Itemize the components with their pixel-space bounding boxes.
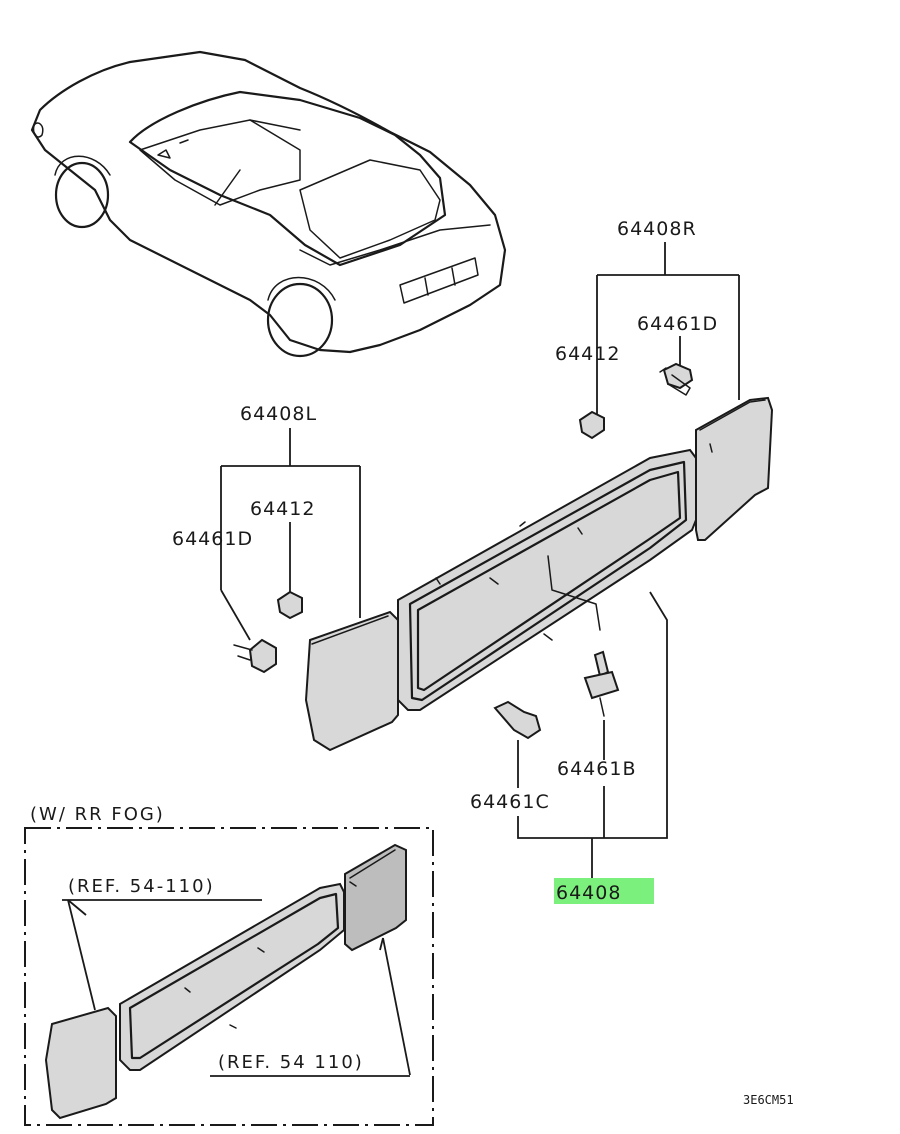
label-64412-right: 64412	[555, 343, 620, 365]
label-64412-left: 64412	[250, 498, 315, 520]
clip-64461d-right	[659, 362, 694, 396]
diagram-code: 3E6CM51	[743, 1093, 794, 1107]
label-64461b: 64461B	[557, 758, 636, 780]
group-64408l: 64408L 64412 64461D	[172, 403, 399, 752]
lamp-panel-right	[695, 396, 774, 541]
fog-variant-inset: (W/ RR FOG) (REF. 54-110) (REF. 54 110)	[24, 804, 434, 1126]
group-64408r: 64408R 64461D 64412	[555, 218, 774, 541]
label-64408l: 64408L	[240, 403, 317, 425]
ref-label-top: (REF. 54-110)	[68, 876, 215, 897]
label-64461d-left: 64461D	[172, 528, 253, 550]
group-64408-bottom: 64461B 64461C 64408	[470, 591, 668, 904]
label-64461d-right: 64461D	[637, 313, 718, 335]
variant-title: (W/ RR FOG)	[30, 804, 165, 825]
clip-64461c	[493, 700, 542, 740]
ref-label-bottom: (REF. 54 110)	[218, 1052, 364, 1073]
label-64408: 64408	[556, 882, 621, 904]
label-64461c: 64461C	[470, 791, 550, 813]
clip-64412-right	[578, 410, 605, 440]
lamp-panel-left	[304, 610, 399, 752]
clip-64461d-left	[233, 638, 277, 674]
clip-64412-left	[276, 590, 303, 620]
clip-64461b	[583, 650, 620, 717]
label-64408-highlight	[554, 878, 654, 904]
car-illustration	[30, 50, 507, 358]
garnish-panel-main	[397, 448, 697, 711]
label-64408r: 64408R	[617, 218, 697, 240]
